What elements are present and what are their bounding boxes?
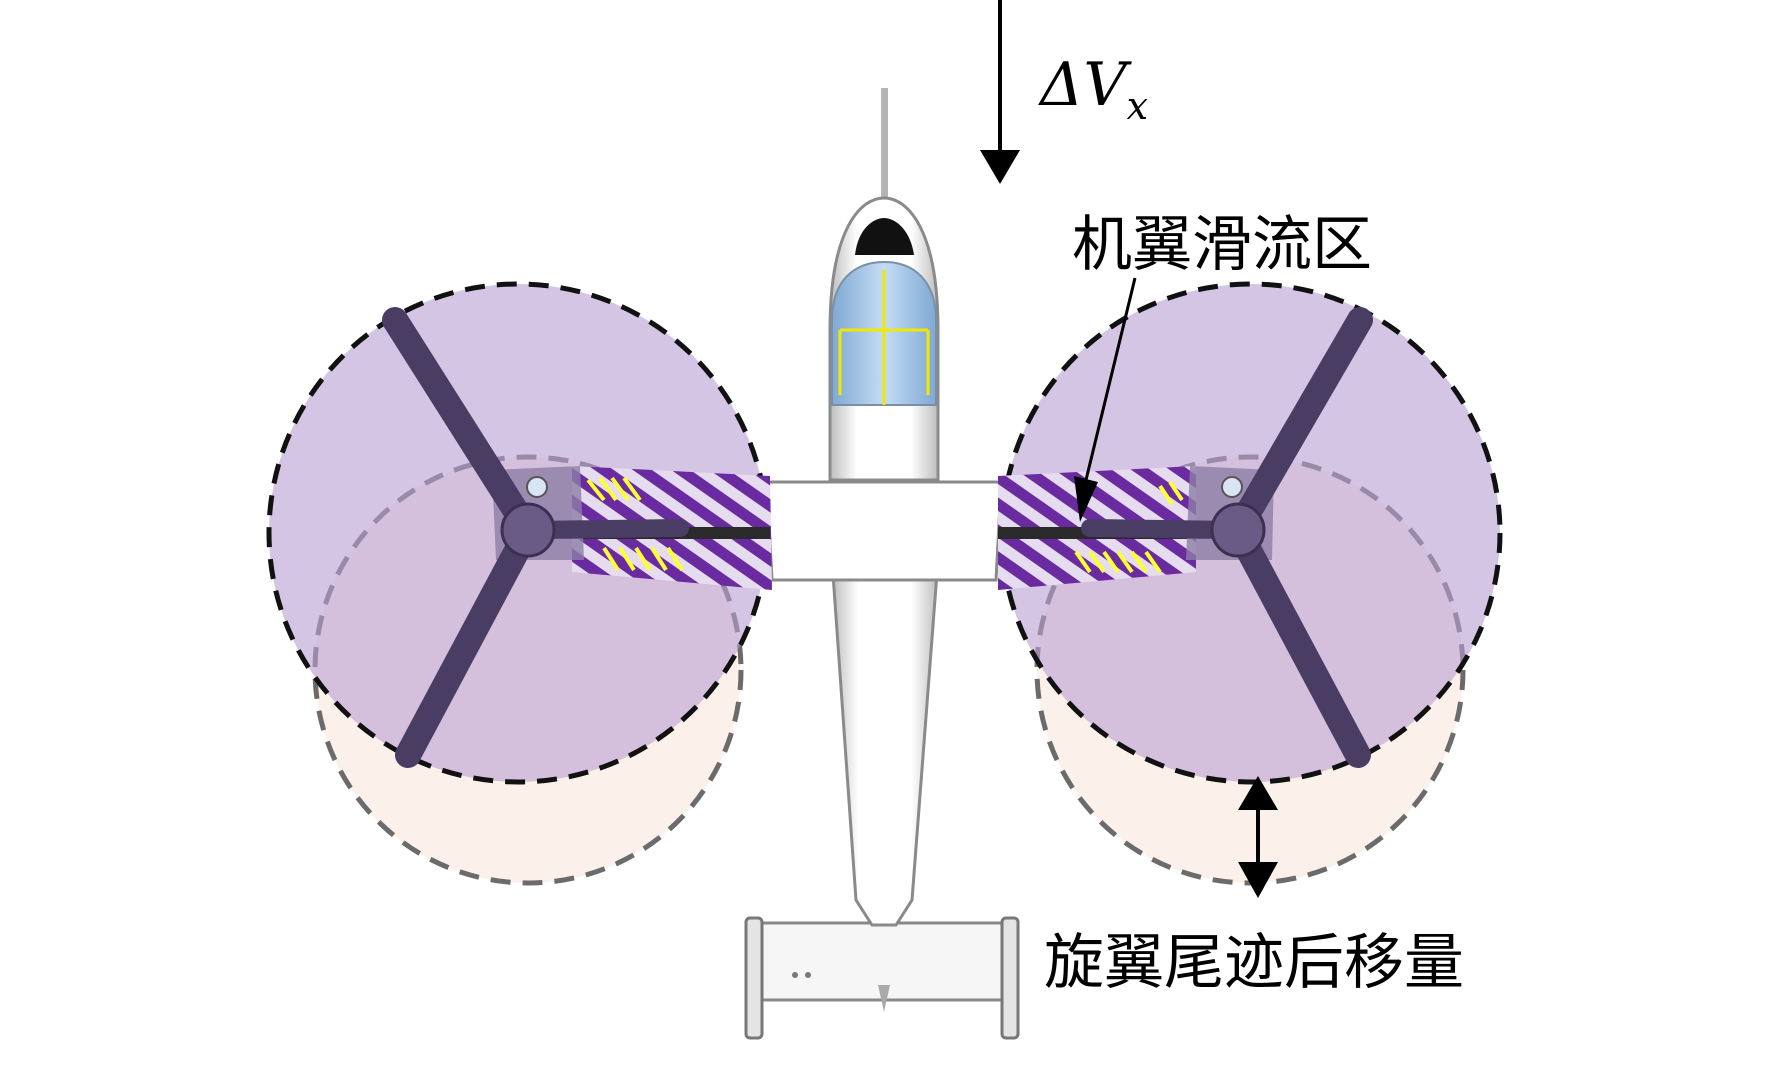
wake-shift-label: 旋翼尾迹后移量 [1044, 928, 1464, 998]
rotor-hub [1210, 502, 1266, 558]
rotor-blade [382, 307, 541, 543]
rotor-hub [500, 502, 556, 558]
velocity-label: ΔVx [1038, 50, 1148, 128]
wake-shift-double-arrow [1238, 776, 1278, 898]
wing-slipstream-label: 机翼滑流区 [1072, 210, 1372, 280]
velocity-arrow [980, 0, 1020, 184]
rotor-blade [1225, 517, 1371, 768]
rotor-left [382, 307, 689, 768]
rotor-right [1081, 307, 1373, 768]
center-wing [760, 480, 1008, 582]
tail-stabilizer [744, 916, 1020, 1040]
pitot-probe [881, 88, 888, 198]
rotor-blade [1225, 307, 1373, 543]
slipstream-leader-arrow [1074, 277, 1137, 522]
rotor-blade [395, 517, 541, 768]
aircraft [744, 88, 1020, 1040]
